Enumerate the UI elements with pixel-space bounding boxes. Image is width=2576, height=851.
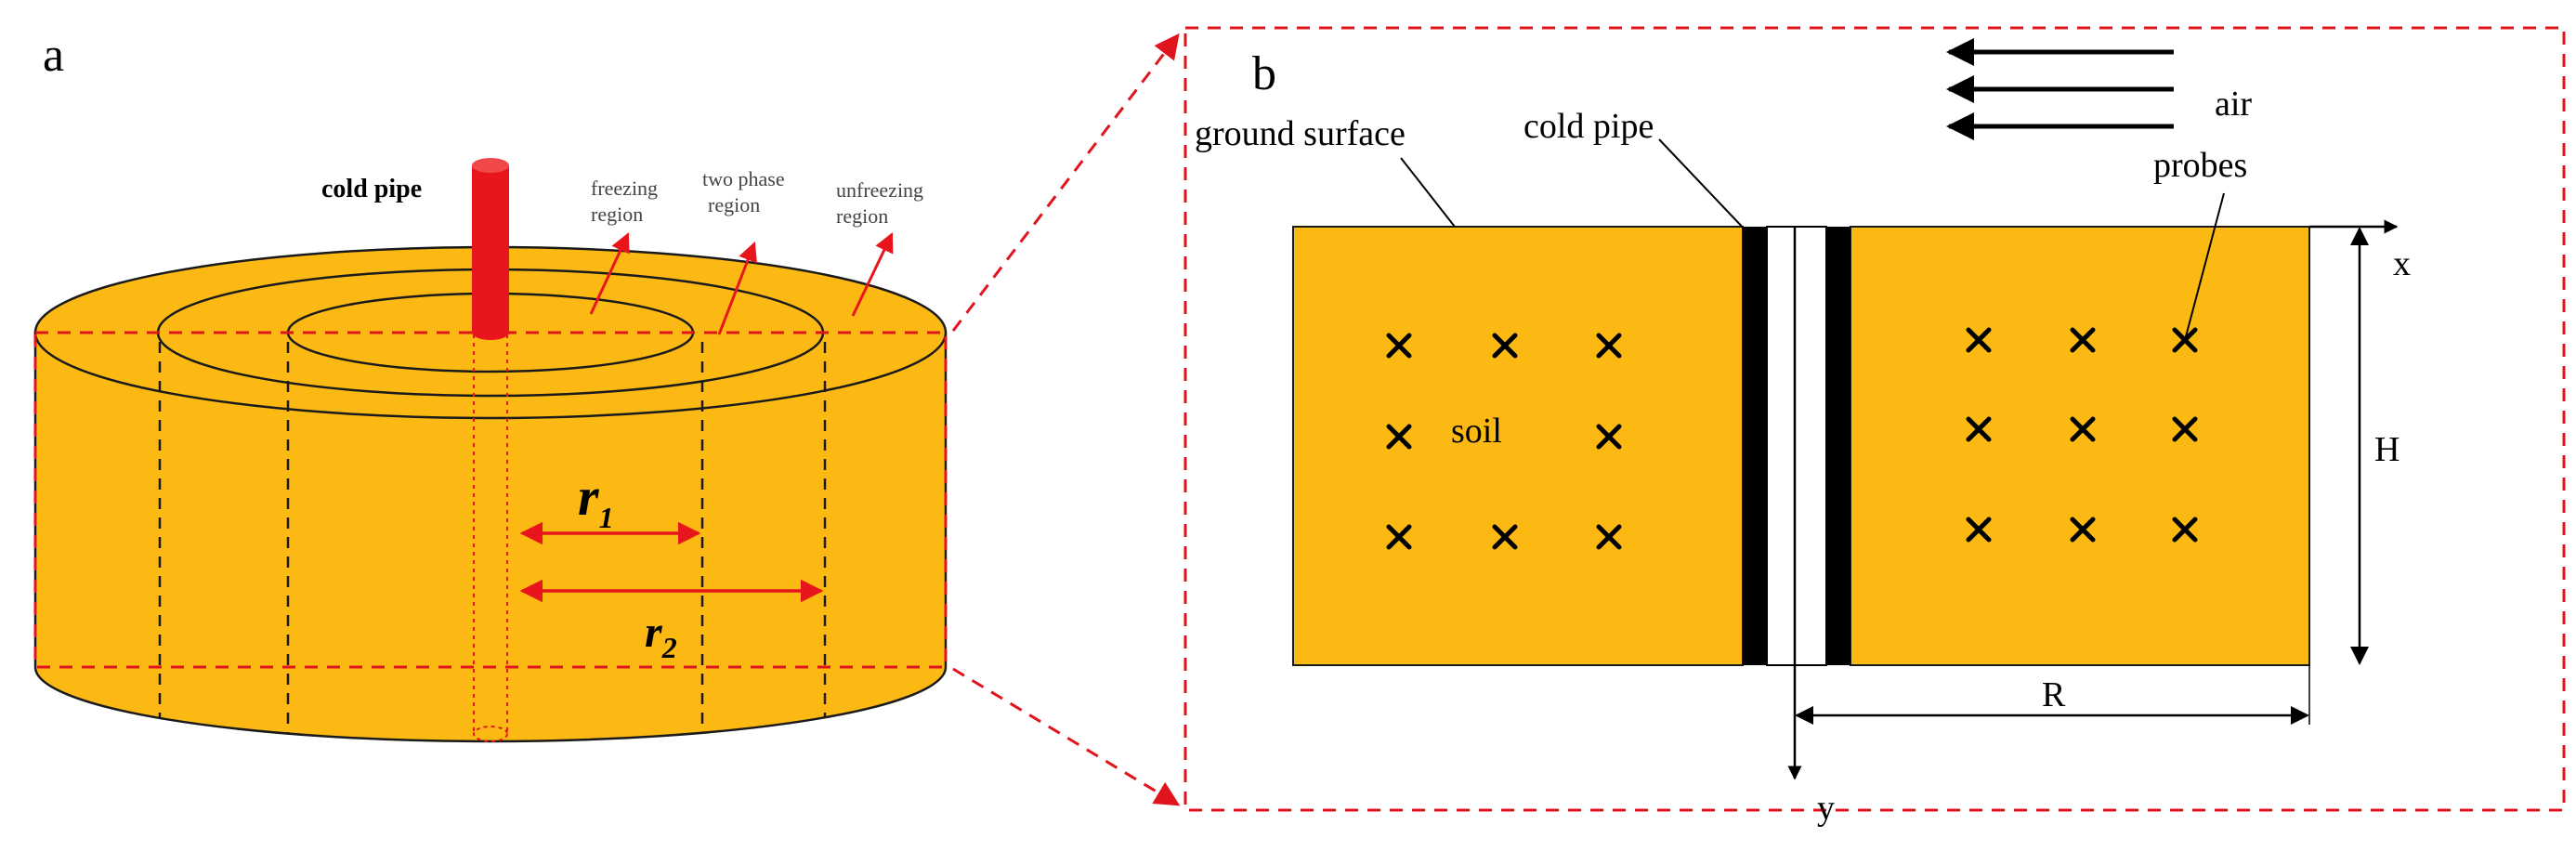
r2-label: r2 bbox=[645, 608, 677, 664]
probe-marker bbox=[1492, 524, 1518, 550]
panel-b-label: b bbox=[1252, 47, 1276, 100]
unfreezing-region-label-1: unfreezing bbox=[836, 178, 923, 202]
ground-surface-leader bbox=[1400, 157, 1456, 228]
probe-marker bbox=[2070, 517, 2096, 543]
two-phase-region-label-1: two phase bbox=[702, 167, 785, 190]
panel-b: b x y H R air ground surface bbox=[1183, 26, 2566, 828]
soil-label: soil bbox=[1451, 412, 1502, 451]
dashed-boundaries bbox=[158, 342, 827, 734]
zoom-connectors bbox=[951, 33, 1181, 806]
probe-marker bbox=[2172, 327, 2198, 353]
probe-marker bbox=[2172, 517, 2198, 543]
probes-leader bbox=[2184, 192, 2225, 341]
panel-b-frame bbox=[1183, 26, 2566, 812]
panel-a-label: a bbox=[43, 29, 64, 82]
radius-label: R bbox=[2042, 675, 2066, 714]
air-flow-arrows bbox=[1946, 38, 2174, 140]
cold-pipe-section bbox=[1743, 226, 1850, 666]
freezing-region-label-1: freezing bbox=[591, 177, 658, 200]
probe-marker bbox=[2172, 416, 2198, 442]
panel-a: a cold pipe fr bbox=[33, 29, 948, 743]
two-phase-region-label-2: region bbox=[708, 193, 760, 216]
ground-surface-label: ground surface bbox=[1195, 114, 1406, 153]
probe-marker bbox=[1386, 524, 1412, 550]
probes-label: probes bbox=[2153, 146, 2247, 185]
unfreezing-region-label-2: region bbox=[836, 204, 888, 228]
probe-marker bbox=[2070, 327, 2096, 353]
probe-markers bbox=[1386, 327, 2198, 550]
probe-marker bbox=[1596, 333, 1622, 359]
probe-marker bbox=[1966, 327, 1992, 353]
region-labels: freezing region two phase region unfreez… bbox=[591, 167, 923, 228]
cold-pipe-label-b: cold pipe bbox=[1523, 107, 1654, 146]
cold-pipe-leader bbox=[1658, 138, 1766, 252]
probe-marker bbox=[1966, 416, 1992, 442]
region-callouts bbox=[589, 232, 894, 335]
probe-marker bbox=[1386, 424, 1412, 450]
probe-marker bbox=[1596, 424, 1622, 450]
height-label: H bbox=[2374, 430, 2399, 469]
soil-block-left bbox=[1292, 226, 1744, 666]
radius-dimensions bbox=[519, 521, 824, 603]
probe-marker bbox=[1386, 333, 1412, 359]
soil-block-right bbox=[1850, 226, 2310, 666]
x-axis-label: x bbox=[2393, 244, 2411, 283]
cold-pipe-3d bbox=[472, 158, 509, 742]
probe-marker bbox=[1492, 333, 1518, 359]
freezing-region-label-2: region bbox=[591, 203, 643, 226]
r1-label: r1 bbox=[578, 466, 614, 534]
air-label: air bbox=[2215, 85, 2252, 124]
probe-marker bbox=[2070, 416, 2096, 442]
probe-marker bbox=[1596, 524, 1622, 550]
y-axis-label: y bbox=[1817, 789, 1835, 828]
probe-marker bbox=[1966, 517, 1992, 543]
cold-pipe-label-a: cold pipe bbox=[321, 175, 422, 203]
